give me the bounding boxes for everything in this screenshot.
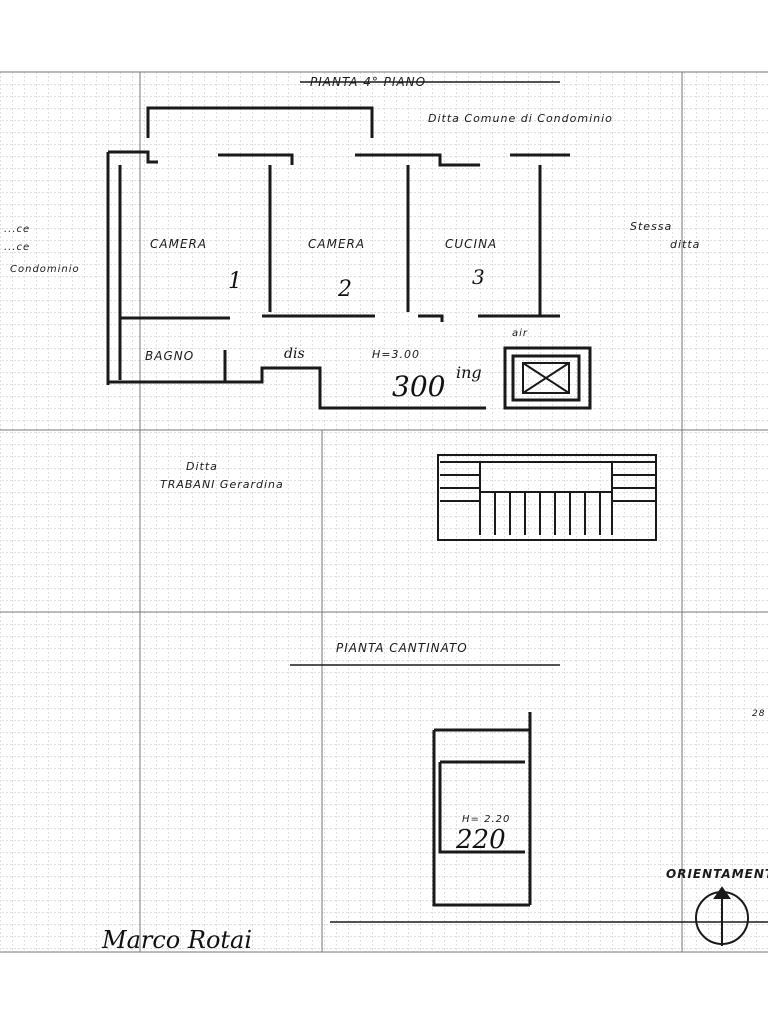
major-grid-lines	[0, 71, 768, 953]
room-2-name: CAMERA	[308, 237, 365, 251]
underline-marks	[290, 81, 768, 923]
neighbor-left-line-1: ...ce	[4, 224, 30, 235]
compass-icon	[695, 886, 749, 946]
graph-paper-grid	[0, 72, 768, 952]
orientation-label: ORIENTAMENT	[666, 867, 768, 881]
room-1-number: 1	[228, 269, 242, 294]
height-handwritten: 300	[392, 370, 445, 403]
air-label: air	[512, 328, 528, 339]
corner-mark: 28	[752, 709, 765, 719]
signature: Marco Rotai	[101, 926, 252, 954]
neighbor-right-line-2: ditta	[670, 238, 700, 251]
upper-floor-walls	[106, 106, 592, 410]
basement-cellar	[432, 712, 532, 907]
room-1-name: CAMERA	[150, 237, 207, 251]
room-4-name: BAGNO	[145, 349, 194, 363]
neighbor-left-line-2: ...ce	[4, 242, 30, 253]
dis-note: dis	[284, 346, 305, 362]
room-3-number: 3	[472, 265, 485, 289]
neighbor-middle-line-1: Ditta	[186, 460, 218, 473]
height-suffix: ing	[456, 363, 482, 382]
neighbor-right-line-1: Stessa	[630, 220, 672, 233]
plan-title: PIANTA 4° PIANO	[310, 75, 426, 89]
neighbor-left-line-3: Condominio	[10, 264, 80, 275]
basement-title: PIANTA CANTINATO	[336, 641, 468, 655]
basement-height-handwritten: 220	[455, 825, 506, 855]
room-3-name: CUCINA	[445, 237, 497, 251]
elevator-shaft	[522, 362, 570, 394]
neighbor-top-label: Ditta Comune di Condominio	[428, 112, 613, 125]
height-label: H=3.00	[372, 348, 420, 361]
room-2-number: 2	[337, 277, 352, 302]
basement-height-label: H= 2.20	[462, 814, 510, 825]
neighbor-middle-line-2: TRABANI Gerardina	[160, 478, 284, 491]
staircase	[437, 454, 657, 541]
